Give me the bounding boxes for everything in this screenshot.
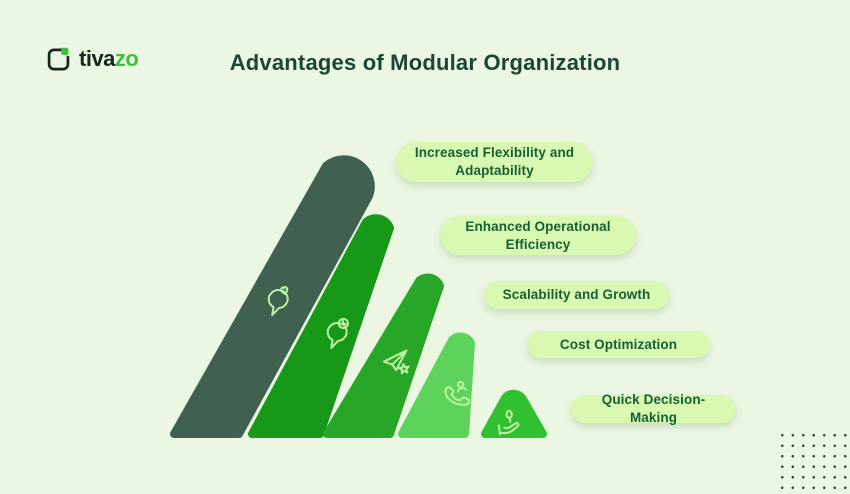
benefit-pill-scalability-growth: Scalability and Growth [484, 281, 669, 309]
tivazo-logo-icon [47, 47, 70, 70]
benefit-pill-cost-optimization: Cost Optimization [527, 331, 710, 358]
chat-clock-icon [326, 317, 349, 350]
chat-heart-icon [267, 285, 289, 317]
pyramid-segment-4 [398, 332, 475, 438]
brand-prefix: tiva [79, 46, 115, 71]
paper-plane-star-icon [382, 349, 410, 375]
benefit-pill-label: Scalability and Growth [502, 287, 651, 303]
dot-grid-pattern [773, 426, 850, 494]
benefit-pill-label: Cost Optimization [559, 336, 678, 352]
tivazo-logo: tivazo [46, 46, 139, 72]
brand-suffix: zo [114, 46, 139, 71]
benefit-pill-quick-decision: Quick Decision-Making [571, 392, 736, 425]
benefit-pill-label: Quick Decision-Making [601, 392, 706, 425]
pyramid-segment-1 [170, 155, 375, 438]
phone-person-icon [444, 381, 471, 406]
pyramid-segment-3 [323, 273, 444, 438]
brand-wordmark: tivazo [79, 46, 139, 72]
page-title: Advantages of Modular Organization [229, 50, 621, 75]
pyramid-segment-2 [248, 214, 394, 438]
benefit-pill-label: Increased Flexibility and Adaptability [414, 145, 575, 178]
benefit-pill-label: Enhanced Operational Efficiency [465, 218, 611, 252]
pyramid-segment-5 [481, 389, 547, 438]
benefit-pill-increased-flexibility: Increased Flexibility and Adaptability [396, 142, 593, 182]
benefit-pill-enhanced-efficiency: Enhanced Operational Efficiency [440, 216, 636, 255]
hand-leaf-icon [497, 409, 520, 436]
